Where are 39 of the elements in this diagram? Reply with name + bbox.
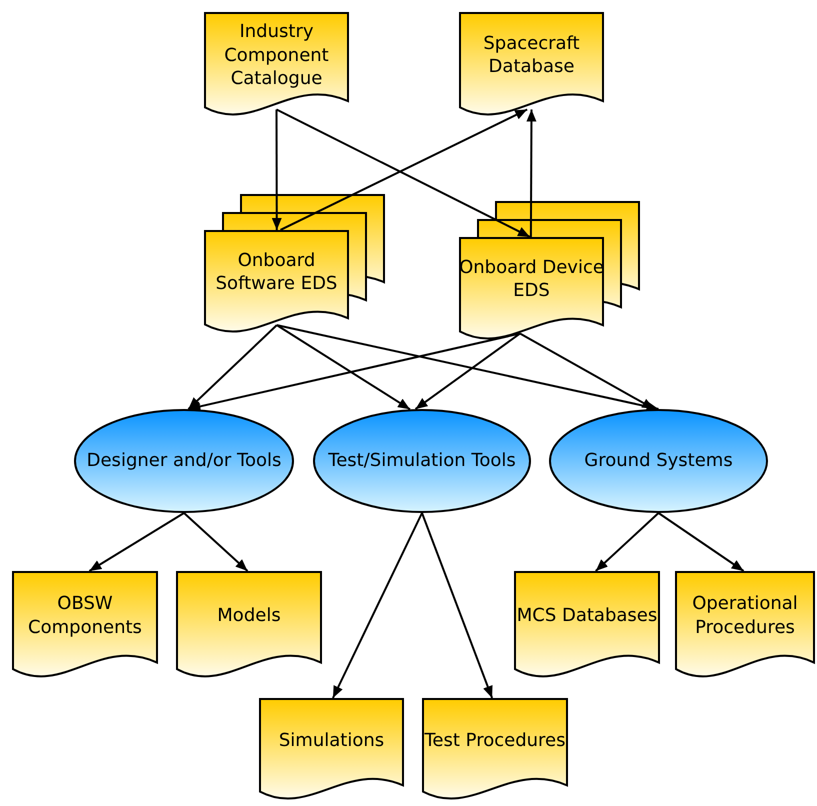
arrow [276, 324, 411, 410]
ellipse-node [313, 409, 531, 513]
node-label: Models [217, 604, 281, 626]
node-label: Test/Simulation Tools [328, 450, 516, 472]
node-label: Industry Component Catalogue [224, 21, 329, 90]
document-shape [459, 12, 604, 118]
arrow [188, 324, 278, 410]
ellipse-node [74, 409, 294, 513]
document-shape [514, 571, 660, 680]
node-label: Designer and/or Tools [86, 450, 282, 472]
arrow [421, 512, 494, 698]
ellipse-node [549, 409, 768, 513]
arrow [188, 332, 520, 412]
document-shape [176, 571, 322, 680]
document-shape [259, 698, 404, 802]
arrow [414, 332, 521, 410]
node-label: Onboard Device EDS [459, 256, 604, 301]
arrow [183, 512, 248, 572]
document-stack [459, 201, 641, 342]
node-label: Spacecraft Database [483, 33, 580, 78]
document-shape [12, 571, 158, 680]
arrow [332, 512, 423, 698]
arrow [658, 512, 744, 572]
arrow [526, 110, 536, 237]
node-label: OBSW Components [28, 593, 142, 638]
node-label: Operational Procedures [692, 593, 798, 638]
arrow [595, 512, 660, 572]
document-shape [675, 571, 815, 680]
document-shape [422, 698, 568, 802]
node-label: Simulations [278, 730, 384, 751]
arrow [88, 512, 185, 572]
document-stack [204, 194, 386, 335]
node-label: Test Procedures [424, 730, 566, 751]
document-shape [204, 12, 349, 118]
arrow [272, 110, 282, 230]
node-label: Onboard Software EDS [216, 250, 338, 294]
node-label: Ground Systems [584, 450, 733, 472]
node-label: MCS Databases [516, 604, 658, 626]
arrow [276, 324, 659, 412]
